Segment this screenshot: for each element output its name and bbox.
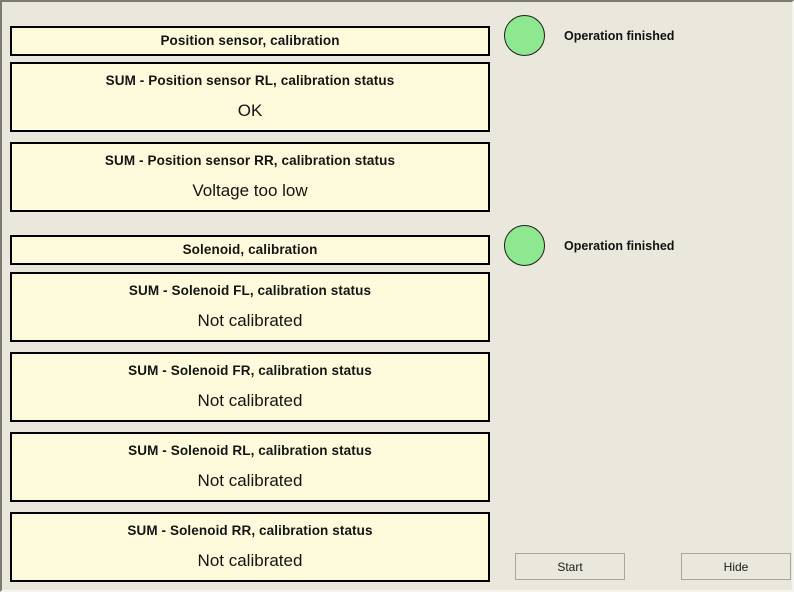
section-header-position-sensor: Position sensor, calibration — [10, 26, 490, 56]
section-status-label: Operation finished — [564, 28, 675, 43]
status-panel-title: SUM - Position sensor RL, calibration st… — [105, 72, 395, 88]
section-header-label: Solenoid, calibration — [182, 241, 318, 257]
section-header-label: Position sensor, calibration — [160, 32, 340, 48]
section-status-label: Operation finished — [564, 238, 675, 253]
status-panel-solenoid-fr: SUM - Solenoid FR, calibration status No… — [10, 352, 490, 422]
status-panel-solenoid-rr: SUM - Solenoid RR, calibration status No… — [10, 512, 490, 582]
status-panel-value: Not calibrated — [197, 310, 303, 330]
status-panel-title: SUM - Position sensor RR, calibration st… — [104, 152, 396, 168]
hide-button[interactable]: Hide — [681, 553, 791, 580]
status-panel-solenoid-rl: SUM - Solenoid RL, calibration status No… — [10, 432, 490, 502]
status-panel-title: SUM - Solenoid RR, calibration status — [127, 522, 373, 538]
section-status-position-sensor: Operation finished — [504, 15, 674, 56]
status-panel-value: Voltage too low — [192, 180, 308, 200]
status-panel-position-sensor-rr: SUM - Position sensor RR, calibration st… — [10, 142, 490, 212]
status-panel-title: SUM - Solenoid RL, calibration status — [128, 442, 372, 458]
status-panel-value: OK — [237, 100, 263, 120]
section-status-solenoid: Operation finished — [504, 225, 674, 266]
status-panel-title: SUM - Solenoid FR, calibration status — [128, 362, 372, 378]
status-panel-value: Not calibrated — [197, 550, 303, 570]
section-header-solenoid: Solenoid, calibration — [10, 235, 490, 265]
status-panel-solenoid-fl: SUM - Solenoid FL, calibration status No… — [10, 272, 490, 342]
status-panel-value: Not calibrated — [197, 470, 303, 490]
green-lamp-icon — [504, 15, 545, 56]
status-panel-value: Not calibrated — [197, 390, 303, 410]
green-lamp-icon — [504, 225, 545, 266]
status-panel-position-sensor-rl: SUM - Position sensor RL, calibration st… — [10, 62, 490, 132]
status-panel-title: SUM - Solenoid FL, calibration status — [128, 282, 372, 298]
start-button[interactable]: Start — [515, 553, 625, 580]
